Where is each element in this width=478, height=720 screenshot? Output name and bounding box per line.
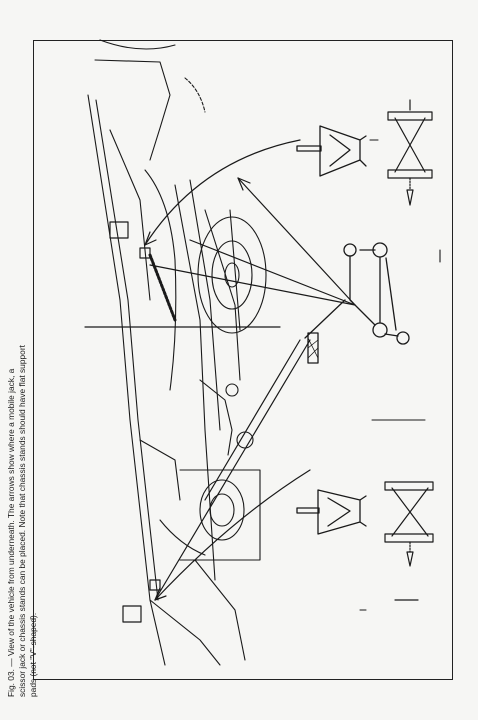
chassis-stand-top [296,125,367,177]
scissor-jack-top [387,99,433,206]
vehicle-body-sketch [87,39,241,666]
front-suspension-sketch [139,379,261,666]
exhaust-chain [148,253,177,322]
placement-arrows [144,139,356,601]
figure-caption: Fig. 03. — View of the vehicle from unde… [6,27,39,697]
chassis-stand-bottom [296,489,367,535]
rear-wheel-sketch [197,209,267,334]
caption-line-2: scissor jack or chassis stands can be pl… [17,345,27,697]
figure-frame [33,40,453,680]
caption-line-1: Fig. 03. — View of the vehicle from unde… [6,368,16,697]
mobile-jack [304,242,410,364]
jacking-point-markers [109,221,161,623]
scissor-jack-bottom [384,481,434,601]
misc-marks [359,139,441,611]
caption-line-3: pads (not "V"-shaped). [28,612,38,697]
